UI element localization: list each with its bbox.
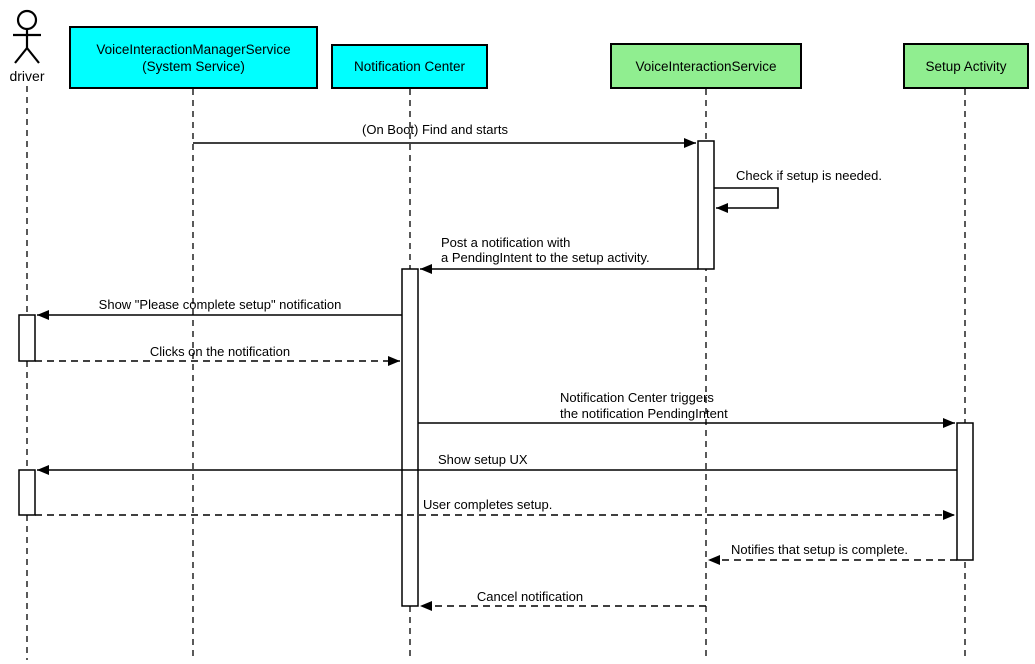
activation-notification-center	[401, 268, 419, 607]
message-label-user-completes-setup: User completes setup.	[423, 497, 553, 512]
actor-figure-driver	[13, 9, 41, 64]
message-label-cancel-notification: Cancel notification	[476, 589, 584, 604]
message-label-on-boot-find-and-starts: (On Boot) Find and starts	[362, 122, 508, 137]
actor-left-leg	[14, 47, 28, 64]
participant-setup-activity: Setup Activity	[903, 43, 1029, 89]
activation-setup-activity	[956, 422, 974, 561]
message-label-show-setup-ux: Show setup UX	[438, 452, 528, 467]
activation-driver-1	[18, 314, 36, 362]
message-label-check-if-setup-needed: Check if setup is needed.	[736, 168, 882, 183]
participant-notification-center: Notification Center	[331, 44, 488, 89]
participant-voice-interaction-manager-service: VoiceInteractionManagerService (System S…	[69, 26, 318, 89]
arrow-check-if-setup-needed-self	[714, 187, 779, 213]
activation-driver-2	[18, 469, 36, 516]
activation-voice-interaction-service	[697, 140, 715, 270]
message-label-triggers-pendingintent: Notification Center triggers the notific…	[560, 390, 728, 421]
activation-bars	[18, 140, 974, 607]
message-label-clicks-on-notification: Clicks on the notification	[149, 344, 291, 359]
actor-label-driver: driver	[9, 68, 45, 84]
message-label-show-please-complete-setup: Show "Please complete setup" notificatio…	[98, 297, 342, 312]
participant-voice-interaction-service: VoiceInteractionService	[610, 43, 802, 89]
actor-right-leg	[26, 47, 40, 64]
message-label-notifies-setup-complete: Notifies that setup is complete.	[731, 542, 909, 557]
actor-head	[16, 9, 38, 31]
message-label-post-notification: Post a notification with a PendingIntent…	[441, 235, 650, 265]
message-arrows	[35, 138, 957, 611]
